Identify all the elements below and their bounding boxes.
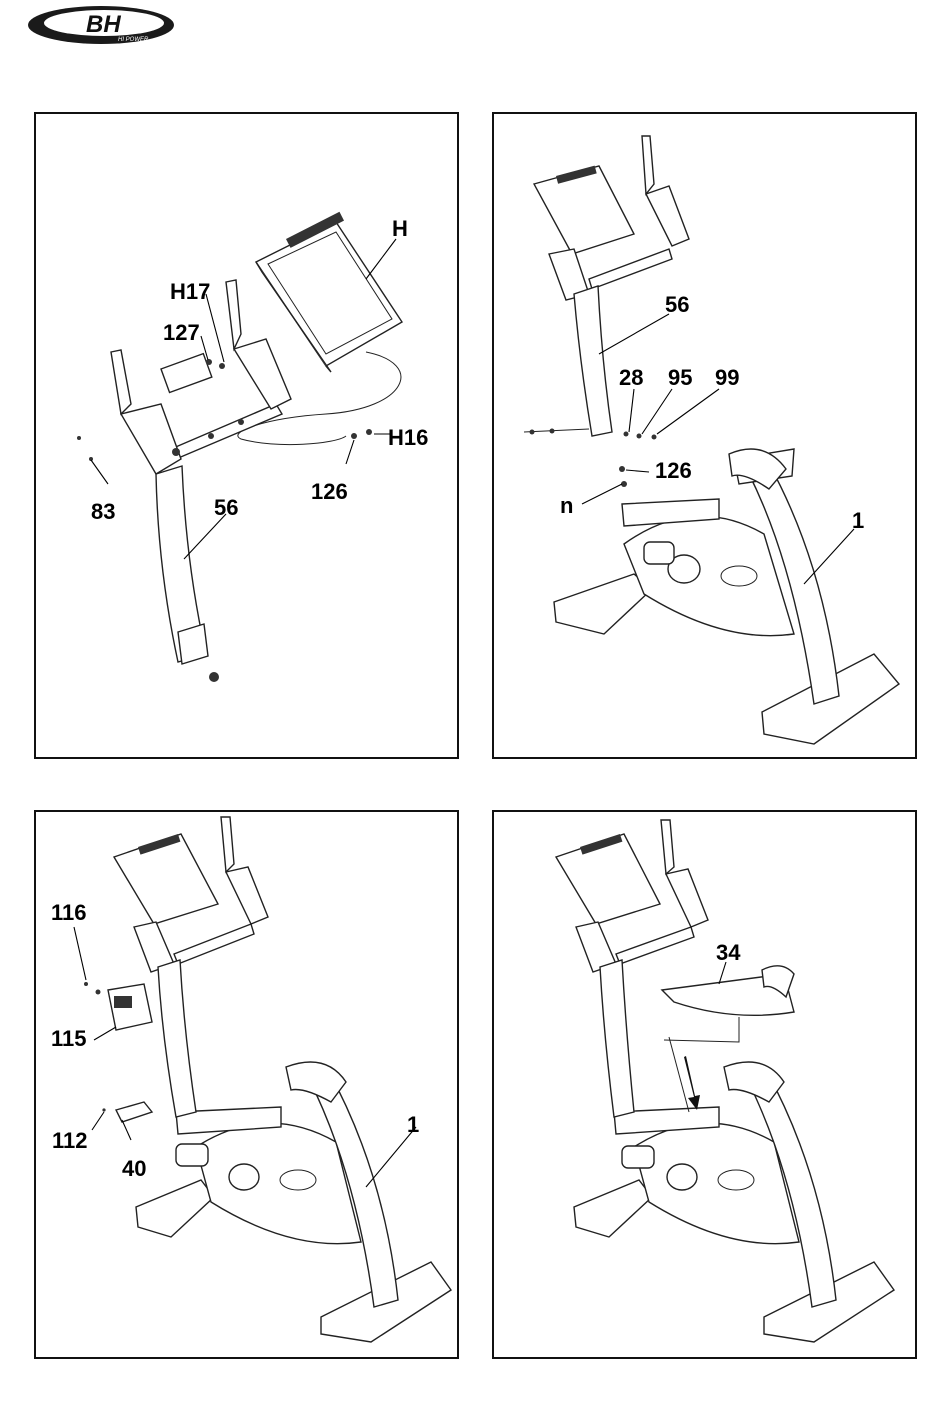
- bolt-h17: [219, 363, 225, 369]
- side-module-115: [108, 984, 152, 1030]
- panel-step-4: 34: [492, 810, 917, 1359]
- label-126: 126: [655, 460, 692, 482]
- label-116: 116: [51, 902, 87, 924]
- washer-99: [652, 435, 657, 440]
- leader-115: [94, 1027, 116, 1040]
- screw-116b: [96, 990, 101, 995]
- post-56: [156, 466, 219, 682]
- screw-83a: [77, 436, 81, 440]
- label-99: 99: [715, 367, 739, 389]
- leader-116: [74, 927, 86, 980]
- leader-56: [599, 314, 669, 354]
- cover-34: [662, 966, 794, 1016]
- screw-a: [530, 430, 535, 435]
- screw-112: [102, 1108, 105, 1111]
- console-h: [256, 212, 402, 372]
- cover-drawing: [494, 812, 915, 1357]
- label-115: 115: [51, 1028, 87, 1050]
- connector-126: [351, 433, 357, 439]
- label-95: 95: [668, 367, 692, 389]
- screw-116a: [84, 982, 88, 986]
- console-assembly: [534, 136, 689, 436]
- connector-126: [619, 466, 625, 472]
- bolt-28: [624, 432, 629, 437]
- panel-step-2: 56 28 95 99 126 n 1: [492, 112, 917, 759]
- handle-40: [116, 1102, 152, 1122]
- washer-95: [637, 434, 642, 439]
- label-1: 1: [852, 510, 864, 532]
- label-112: 112: [52, 1130, 88, 1152]
- label-1: 1: [407, 1114, 419, 1136]
- label-126: 126: [311, 481, 348, 503]
- leader-56: [184, 514, 226, 559]
- leader-34: [719, 962, 726, 984]
- leader-112: [92, 1112, 104, 1130]
- leader-95: [642, 389, 672, 434]
- handlebar: [111, 280, 291, 474]
- brand-tagline: HI POWER: [118, 37, 149, 43]
- side-module-drawing: [36, 812, 457, 1357]
- leader-40: [122, 1120, 131, 1140]
- console-assembly: [556, 820, 708, 1117]
- label-83: 83: [91, 501, 115, 523]
- brand-logo: BH HI POWER: [26, 4, 176, 46]
- leader-99: [657, 389, 719, 434]
- guide-line-a: [669, 1037, 689, 1112]
- label-h17: H17: [170, 281, 210, 303]
- guide-line-b: [664, 1017, 739, 1042]
- leader-126: [346, 440, 354, 464]
- connector-h16: [366, 429, 372, 435]
- leader-h: [366, 239, 396, 279]
- bolt-127: [206, 359, 212, 365]
- label-40: 40: [122, 1158, 146, 1180]
- leader-1: [804, 529, 854, 584]
- label-28: 28: [619, 367, 643, 389]
- panel-step-3: 116 115 112 40 1: [34, 810, 459, 1359]
- brand-name: BH: [86, 11, 121, 38]
- console-assembly: [114, 817, 268, 1117]
- leader-h17: [206, 294, 224, 362]
- panel-step-1: H H17 127 H16 126 83 56: [34, 112, 459, 759]
- screw-b: [550, 429, 555, 434]
- leader-126: [626, 470, 649, 472]
- label-h16: H16: [388, 427, 428, 449]
- label-56: 56: [214, 497, 238, 519]
- leader-83: [91, 460, 108, 484]
- label-n: n: [560, 495, 573, 517]
- label-34: 34: [716, 942, 740, 964]
- label-h: H: [392, 218, 408, 240]
- leader-n: [582, 484, 622, 504]
- label-56: 56: [665, 294, 689, 316]
- post-frame-drawing: [494, 114, 915, 757]
- leader-28: [629, 389, 634, 432]
- label-127: 127: [163, 322, 200, 344]
- frame-1: [554, 449, 899, 744]
